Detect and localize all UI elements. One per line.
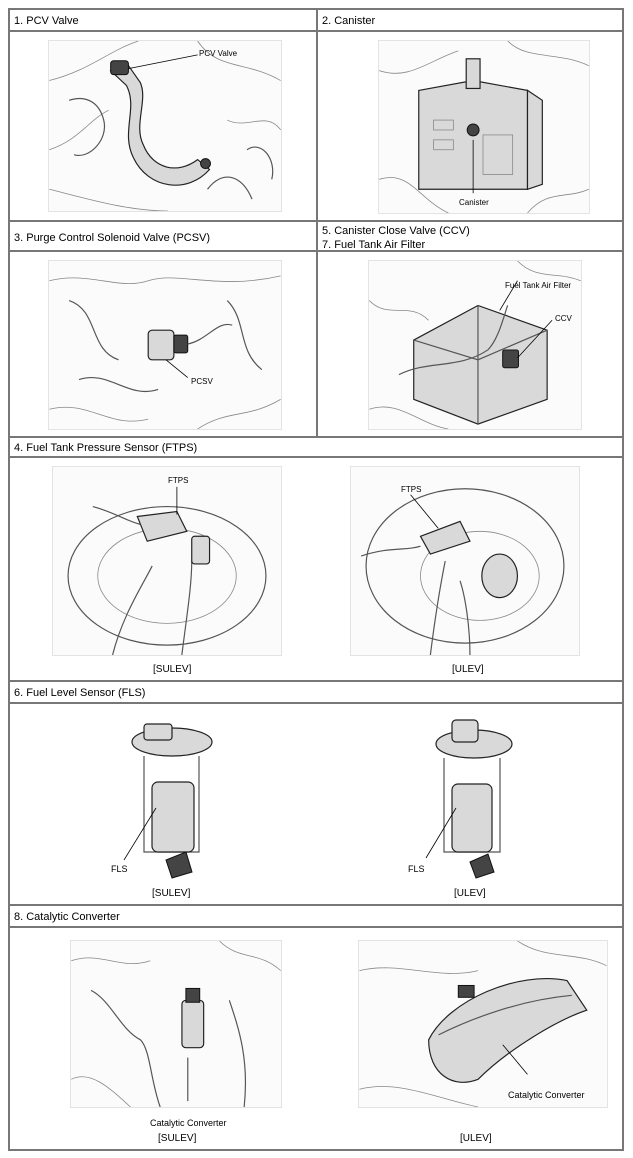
cell-catalytic: Catalytic Converter [SULEV] Catalytic Co… [9,927,623,1150]
fls-ulev-illustration [412,712,542,880]
fls-sulev-illustration [114,712,244,880]
canister-label: Canister [459,198,489,207]
ftps-sulev-caption: [SULEV] [153,664,192,675]
header-fls: 6. Fuel Level Sensor (FLS) [9,681,623,703]
cell-ccv: Fuel Tank Air Filter CCV [317,251,623,437]
pcv-valve-illustration: PCV Valve [48,40,282,212]
ccv-label: CCV [555,314,572,323]
header-fls-text: 6. Fuel Level Sensor (FLS) [14,687,146,699]
catalytic-ulev-caption: [ULEV] [460,1133,492,1144]
header-ftps-text: 4. Fuel Tank Pressure Sensor (FTPS) [14,442,198,454]
pcsv-label: PCSV [191,377,213,386]
parts-location-table: 1. PCV Valve 2. Canister PCV Valve [8,8,624,1151]
cell-fls: FLS [SULEV] FLS [ULEV] [9,703,623,905]
header-air-filter-text: 7. Fuel Tank Air Filter [322,239,426,251]
ftps-sulev-illustration: FTPS [52,466,282,656]
pcsv-illustration: PCSV [48,260,282,430]
cell-ftps: FTPS [SULEV] FTPS [ULEV] [9,457,623,681]
header-pcv-valve-text: 1. PCV Valve [14,15,79,27]
header-pcsv: 3. Purge Control Solenoid Valve (PCSV) [9,221,317,251]
header-ftps: 4. Fuel Tank Pressure Sensor (FTPS) [9,437,623,457]
fls-ulev-label: FLS [408,864,425,874]
ftps-ulev-caption: [ULEV] [452,664,484,675]
fuel-tank-air-filter-label: Fuel Tank Air Filter [505,281,572,290]
cell-canister: Canister [317,31,623,221]
catalytic-ulev-label: Catalytic Converter [508,1090,585,1100]
ftps-ulev-label: FTPS [401,485,422,494]
canister-illustration: Canister [378,40,590,214]
header-canister-text: 2. Canister [322,15,376,27]
header-catalytic-text: 8. Catalytic Converter [14,911,120,923]
ftps-ulev-illustration: FTPS [350,466,580,656]
header-ccv: 5. Canister Close Valve (CCV) 7. Fuel Ta… [317,221,623,251]
fls-sulev-label: FLS [111,864,128,874]
header-catalytic: 8. Catalytic Converter [9,905,623,927]
header-canister: 2. Canister [317,9,623,31]
catalytic-sulev-illustration [70,940,282,1108]
header-ccv-text: 5. Canister Close Valve (CCV) [322,225,470,237]
catalytic-sulev-label: Catalytic Converter [150,1118,227,1128]
catalytic-sulev-caption: [SULEV] [158,1133,197,1144]
cell-pcsv: PCSV [9,251,317,437]
ftps-sulev-label: FTPS [168,476,189,485]
header-pcsv-text: 3. Purge Control Solenoid Valve (PCSV) [14,232,211,244]
fls-ulev-caption: [ULEV] [454,888,486,899]
cell-pcv-valve: PCV Valve [9,31,317,221]
header-pcv-valve: 1. PCV Valve [9,9,317,31]
ccv-air-filter-illustration: Fuel Tank Air Filter CCV [368,260,582,430]
catalytic-ulev-illustration [358,940,608,1108]
fls-sulev-caption: [SULEV] [152,888,191,899]
pcv-valve-label: PCV Valve [199,49,238,58]
